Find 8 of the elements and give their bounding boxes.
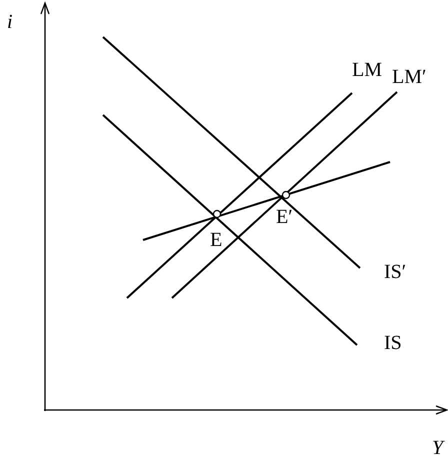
point-label: E′ — [276, 207, 293, 227]
curve-label: LM′ — [392, 67, 426, 87]
curve-label: IS — [384, 333, 402, 353]
curve-label: LM — [352, 60, 382, 80]
axis-label: Y — [432, 438, 444, 458]
axis-label: i — [7, 12, 13, 32]
curve-label: IS′ — [384, 262, 406, 282]
point-label: E — [210, 230, 222, 250]
